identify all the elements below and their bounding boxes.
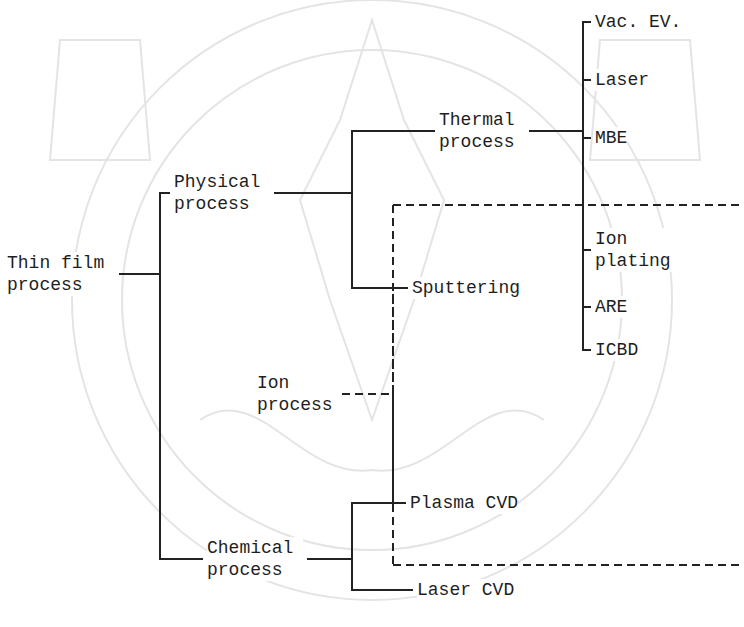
tree-connector — [529, 131, 591, 250]
node-label: ARE — [595, 296, 627, 318]
tree-node: Ion process — [255, 370, 340, 418]
tree-connector — [307, 559, 413, 590]
node-label: MBE — [595, 127, 627, 149]
dashed-bracket — [393, 564, 744, 566]
tree-node: Laser CVD — [415, 577, 516, 603]
node-label: Ion process — [257, 372, 338, 416]
node-label: Chemical process — [207, 537, 303, 581]
tree-connector — [529, 131, 591, 350]
node-label: Thermal process — [439, 109, 525, 153]
dashed-bracket — [393, 204, 744, 206]
node-label: Plasma CVD — [410, 492, 518, 514]
watermark-scroll — [200, 411, 544, 471]
tree-node: ICBD — [593, 337, 640, 363]
tree-node: Plasma CVD — [408, 490, 520, 516]
tree-connector — [342, 394, 406, 503]
tree-node: Ion plating — [593, 226, 677, 274]
tree-node: Thin film process — [5, 250, 117, 298]
node-label: Physical process — [174, 171, 270, 215]
tree-connector — [274, 193, 408, 288]
tree-connector — [529, 131, 591, 307]
node-label: ICBD — [595, 339, 638, 361]
tree-node: MBE — [593, 125, 629, 151]
tree-node: Sputtering — [410, 275, 522, 301]
watermark-pagoda — [50, 40, 700, 160]
watermark-ring — [122, 50, 622, 550]
node-label: Laser CVD — [417, 579, 514, 601]
tree-node: Chemical process — [205, 535, 305, 583]
node-label: Ion plating — [595, 228, 675, 272]
tree-node: Laser — [593, 67, 651, 93]
tree-connector — [529, 131, 591, 138]
tree-node: Thermal process — [437, 107, 527, 155]
tree-connector — [307, 503, 406, 559]
tree-connector — [119, 274, 203, 559]
node-label: Thin film process — [7, 252, 115, 296]
tree-connector — [529, 22, 591, 131]
tree-node: Physical process — [172, 169, 272, 217]
node-label: Vac. EV. — [595, 11, 681, 33]
tree-connector — [274, 131, 435, 193]
node-label: Laser — [595, 69, 649, 91]
tree-node: ARE — [593, 294, 629, 320]
tree-connector — [119, 193, 170, 274]
tree-node: Vac. EV. — [593, 9, 683, 35]
watermark-ring — [72, 0, 672, 600]
node-label: Sputtering — [412, 277, 520, 299]
tree-connector — [529, 80, 591, 131]
watermark-spire — [300, 20, 444, 420]
tree-connector — [342, 288, 408, 394]
